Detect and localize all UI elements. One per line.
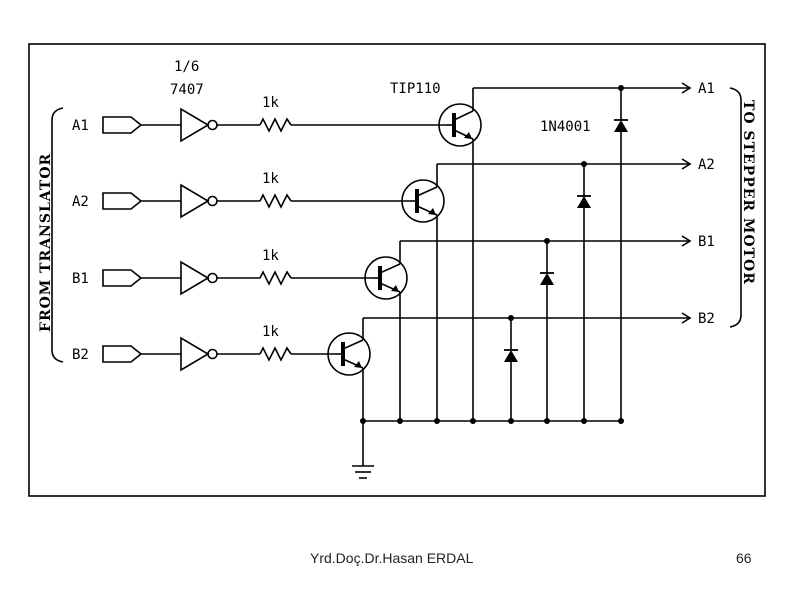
emitter-arrow xyxy=(391,285,399,292)
schematic-frame xyxy=(28,43,766,497)
resistor-value: 1k xyxy=(262,248,279,264)
transistor-part-label: TIP110 xyxy=(390,81,441,97)
channel-b2: B2 1k xyxy=(72,318,371,421)
bus-junction-dot xyxy=(544,418,550,424)
output-arrow xyxy=(681,158,692,170)
transistor-collector-lead xyxy=(342,339,364,350)
page-number: 66 xyxy=(736,550,752,566)
resistor xyxy=(259,270,292,286)
buffer-gate xyxy=(180,183,210,219)
channel-a2: A2 1k xyxy=(72,164,445,421)
output-a2: A2 xyxy=(437,157,715,421)
flyback-diode xyxy=(577,196,591,208)
resistor-value: 1k xyxy=(262,171,279,187)
bus-junction-dot xyxy=(470,418,476,424)
buffer-gate xyxy=(180,336,210,372)
output-label: B1 xyxy=(698,234,715,250)
flyback-diode xyxy=(504,350,518,362)
flyback-diode xyxy=(540,273,554,285)
darlington-transistor xyxy=(327,332,371,376)
emitter-arrow xyxy=(464,132,472,139)
output-b1: B1 xyxy=(400,234,715,421)
emitter-arrow xyxy=(354,361,362,368)
gate-fraction-label: 1/6 xyxy=(174,59,199,75)
flyback-diode xyxy=(614,120,628,132)
darlington-transistor xyxy=(401,179,445,223)
resistor-value: 1k xyxy=(262,95,279,111)
bus-junction-dot xyxy=(618,418,624,424)
output-arrow xyxy=(681,312,692,324)
input-label: B1 xyxy=(72,271,89,287)
left-brace xyxy=(51,107,64,363)
diode-part-label: 1N4001 xyxy=(540,119,591,135)
transistor-collector-lead xyxy=(379,263,401,274)
buffer-gate xyxy=(180,260,210,296)
input-connector xyxy=(102,192,143,210)
resistor-value: 1k xyxy=(262,324,279,340)
resistor xyxy=(259,117,292,133)
output-arrow xyxy=(681,82,692,94)
emitter-arrow xyxy=(428,208,436,215)
resistor xyxy=(259,193,292,209)
output-label: A1 xyxy=(698,81,715,97)
right-brace xyxy=(729,87,742,328)
output-b2: B2 xyxy=(363,311,715,421)
output-label: A2 xyxy=(698,157,715,173)
input-label: A1 xyxy=(72,118,89,134)
left-group-label: FROM TRANSLATOR xyxy=(38,153,54,332)
input-connector xyxy=(102,345,143,363)
bus-junction-dot xyxy=(434,418,440,424)
input-label: B2 xyxy=(72,347,89,363)
bus-junction-dot xyxy=(581,418,587,424)
darlington-transistor xyxy=(364,256,408,300)
buffer-gate xyxy=(180,107,210,143)
transistor-collector-lead xyxy=(453,110,474,121)
ground-bus xyxy=(352,418,624,479)
footer-author: Yrd.Doç.Dr.Hasan ERDAL xyxy=(310,550,474,566)
channel-b1: B1 1k xyxy=(72,241,408,421)
input-connector xyxy=(102,269,143,287)
input-label: A2 xyxy=(72,194,89,210)
output-a1: A1 xyxy=(473,81,715,421)
output-arrow xyxy=(681,235,692,247)
input-connector xyxy=(102,116,143,134)
bus-junction-dot xyxy=(397,418,403,424)
right-group-label: TO STEPPER MOTOR xyxy=(740,100,756,285)
resistor xyxy=(259,346,292,362)
bus-junction-dot xyxy=(508,418,514,424)
gate-part-label: 7407 xyxy=(170,82,204,98)
darlington-transistor xyxy=(438,103,482,147)
output-label: B2 xyxy=(698,311,715,327)
transistor-collector-lead xyxy=(416,186,438,197)
channel-a1: A1 1k xyxy=(72,88,482,421)
